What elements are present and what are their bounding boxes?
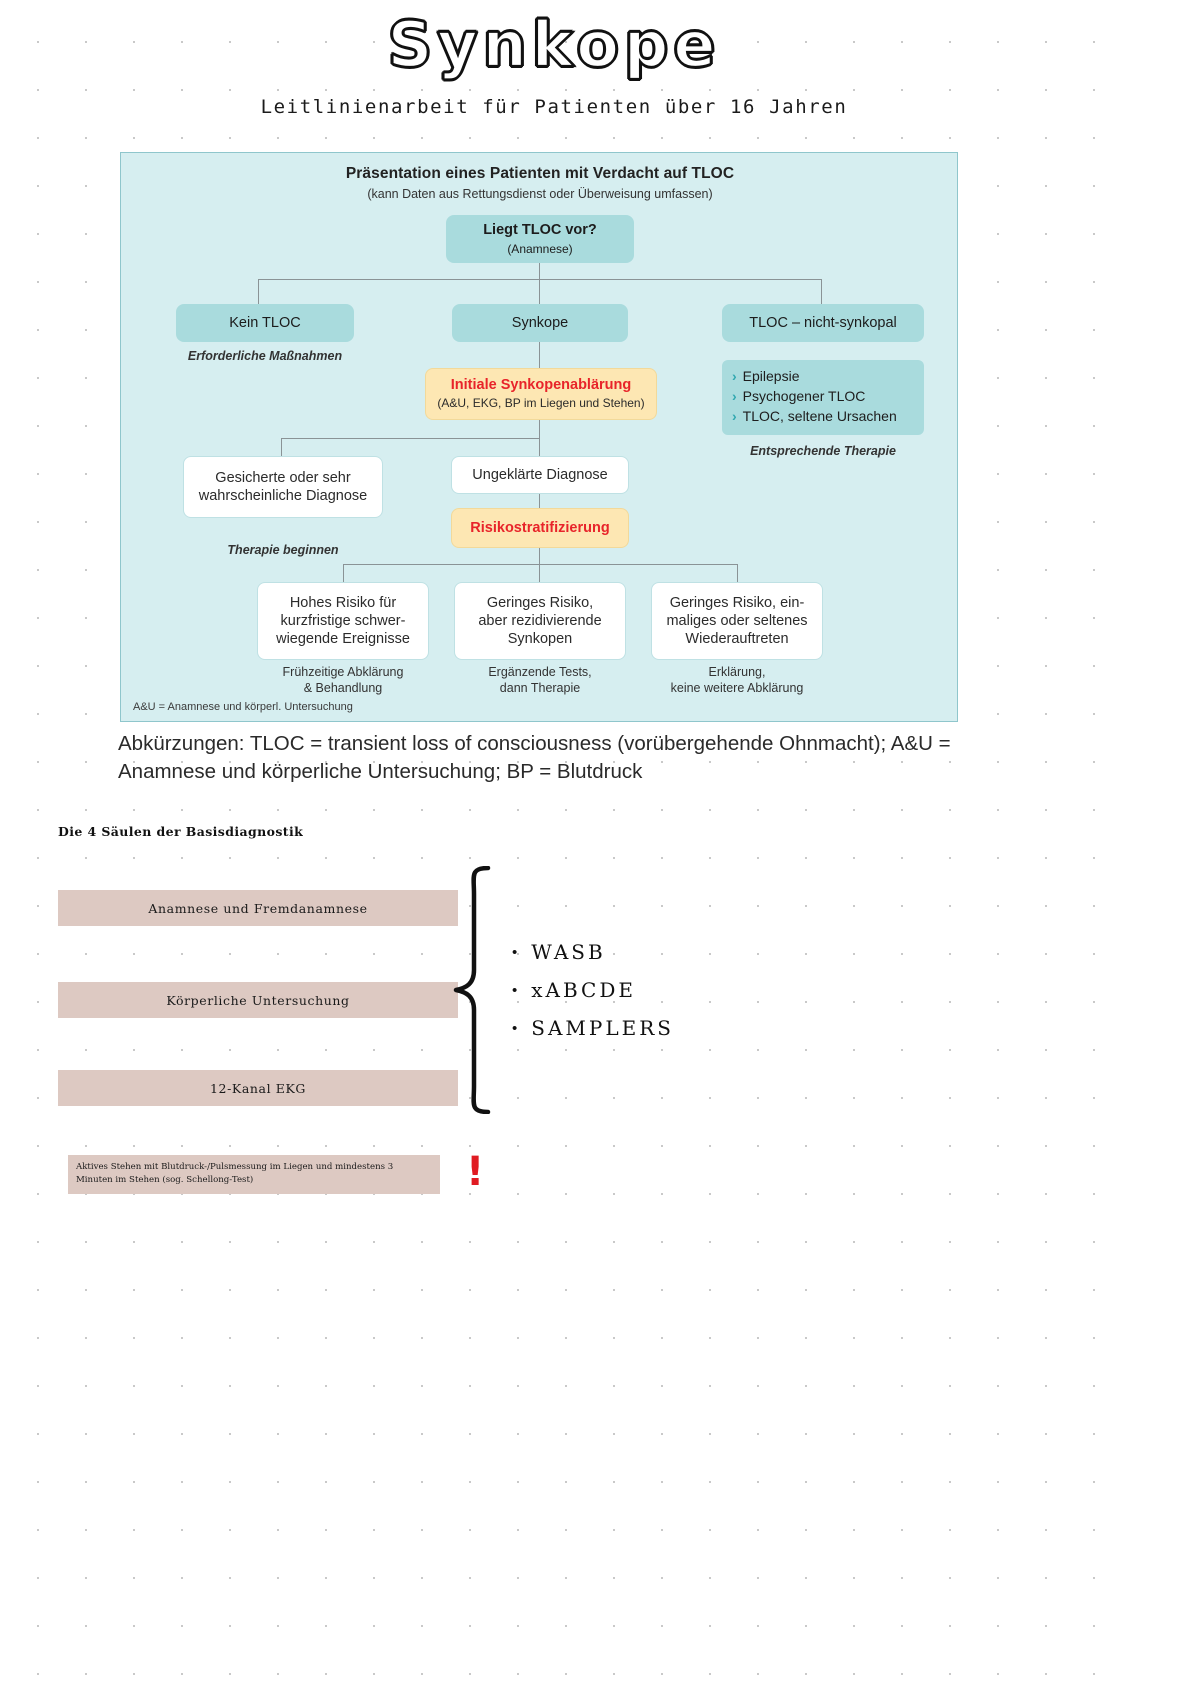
node-risikostratifizierung: Risikostratifizierung [451, 508, 629, 548]
caption-line-1: Frühzeitige Abklärung [282, 665, 404, 679]
page-header: Synkope Leitlinienarbeit für Patienten ü… [0, 8, 1108, 118]
node-subtitle: (A&U, EKG, BP im Liegen und Stehen) [437, 396, 645, 410]
chevron-right-icon: › [732, 407, 737, 424]
connector [343, 564, 345, 584]
node-title: Synkope [511, 314, 569, 331]
node-kein-tloc: Kein TLOC [176, 304, 354, 342]
list-item: › Epilepsie [732, 367, 914, 387]
tloc-flowchart: Präsentation eines Patienten mit Verdach… [120, 152, 958, 722]
node-title: Liegt TLOC vor? [483, 221, 597, 238]
node-ungeklaerte-diagnose: Ungeklärte Diagnose [451, 456, 629, 494]
list-item: • SAMPLERS [512, 1016, 674, 1040]
bullet-icon: • [512, 943, 518, 961]
connector [539, 279, 541, 304]
pillar-bar-ekg: 12-Kanal EKG [58, 1070, 458, 1106]
bullet-icon: • [512, 1019, 518, 1037]
node-outcome-geringes-risiko-einmalig: Geringes Risiko, ein- maliges oder selte… [651, 582, 823, 660]
caption-entsprechende-therapie: Entsprechende Therapie [750, 444, 896, 458]
flowchart-header-subtitle: (kann Daten aus Rettungsdienst oder Über… [367, 187, 713, 201]
list-item: • xABCDE [512, 978, 674, 1002]
node-line-2: aber rezidivierende [478, 612, 602, 629]
caption-outcome-3: Erklärung, keine weitere Abklärung [639, 665, 835, 696]
connector [539, 438, 541, 458]
node-synkope: Synkope [452, 304, 628, 342]
node-line-2: kurzfristige schwer- [280, 612, 406, 629]
list-item-label: Epilepsie [742, 368, 800, 384]
connector [539, 420, 541, 438]
connector [258, 279, 260, 304]
connector [281, 438, 283, 458]
node-line-1: Geringes Risiko, [486, 594, 594, 611]
node-title: Initiale Synkopenablärung [450, 377, 632, 393]
node-gesicherte-diagnose: Gesicherte oder sehr wahrscheinliche Dia… [183, 456, 383, 518]
caption-line-1: Ergänzende Tests, [488, 665, 592, 679]
chevron-right-icon: › [732, 387, 737, 404]
caption-therapie-beginnen: Therapie beginnen [227, 543, 339, 557]
exclamation-mark-icon: ! [466, 1149, 485, 1195]
connector [539, 548, 541, 564]
notes-page: Synkope Leitlinienarbeit für Patienten ü… [0, 8, 1108, 1195]
node-line-2: maliges oder seltenes [666, 612, 808, 629]
pillar-label: Anamnese und Fremdanamnese [148, 900, 368, 916]
pillar-bar-koerperliche-untersuchung: Körperliche Untersuchung [58, 982, 458, 1018]
connector [821, 279, 823, 304]
node-liegt-tloc-vor: Liegt TLOC vor? (Anamnese) [446, 215, 634, 263]
node-line-3: wiegende Ereignisse [276, 631, 410, 648]
list-item-label: SAMPLERS [531, 1016, 674, 1040]
schellong-note: Aktives Stehen mit Blutdruck-/Pulsmessun… [68, 1155, 440, 1194]
list-item-label: Psychogener TLOC [742, 387, 866, 404]
list-item-label: WASB [531, 940, 606, 964]
node-line-2: wahrscheinliche Diagnose [198, 488, 368, 504]
nonsyncopal-list: › Epilepsie › Psychogener TLOC › TLOC, s… [722, 360, 924, 435]
node-tloc-nicht-synkopal: TLOC – nicht-synkopal [722, 304, 924, 342]
node-line-1: Gesicherte oder sehr [215, 469, 351, 486]
caption-line-2: & Behandlung [303, 680, 383, 695]
connector [281, 438, 539, 440]
connector [539, 564, 541, 584]
node-line-3: Wiederauftreten [685, 631, 789, 648]
node-outcome-geringes-risiko-rezidiv: Geringes Risiko, aber rezidivierende Syn… [454, 582, 626, 660]
connector [539, 263, 541, 279]
chevron-right-icon: › [732, 368, 737, 384]
caption-erforderliche-massnahmen: Erforderliche Maßnahmen [187, 349, 343, 363]
list-item: › Psychogener TLOC [732, 387, 914, 407]
node-title: Kein TLOC [229, 314, 301, 331]
node-line-3: Synkopen [507, 631, 573, 648]
mnemonics-list: • WASB • xABCDE • SAMPLERS [512, 940, 674, 1054]
node-title: TLOC – nicht-synkopal [749, 314, 897, 331]
flowchart-footnote: A&U = Anamnese und körperl. Untersuchung [133, 701, 353, 713]
connector [539, 494, 541, 508]
list-item-label: xABCDE [531, 978, 636, 1002]
curly-brace-icon [453, 866, 491, 1114]
list-item: • WASB [512, 940, 674, 964]
node-line-1: Geringes Risiko, ein- [669, 594, 805, 611]
node-title: Risikostratifizierung [470, 520, 610, 536]
caption-line-2: dann Therapie [499, 680, 581, 695]
connector [539, 342, 541, 368]
list-item: › TLOC, seltene Ursachen [732, 407, 914, 427]
node-title: Ungeklärte Diagnose [472, 466, 608, 483]
node-line-1: Hohes Risiko für [289, 594, 397, 611]
section-title-basisdiagnostik: Die 4 Säulen der Basisdiagnostik [58, 824, 304, 839]
caption-line-2: keine weitere Abklärung [670, 680, 804, 695]
flowchart-header: Präsentation eines Patienten mit Verdach… [121, 165, 959, 201]
pillar-bar-anamnese: Anamnese und Fremdanamnese [58, 890, 458, 926]
connector [737, 564, 739, 584]
abbreviations-text: Abkürzungen: TLOC = transient loss of co… [118, 732, 951, 784]
flowchart-header-title: Präsentation eines Patienten mit Verdach… [345, 165, 735, 182]
pillar-label: 12-Kanal EKG [209, 1080, 307, 1096]
caption-outcome-1: Frühzeitige Abklärung & Behandlung [257, 665, 429, 696]
node-outcome-hohes-risiko: Hohes Risiko für kurzfristige schwer- wi… [257, 582, 429, 660]
bullet-icon: • [512, 981, 518, 999]
pillar-label: Körperliche Untersuchung [166, 992, 350, 1008]
caption-line-1: Erklärung, [708, 665, 766, 679]
node-initiale-synkopenabklaerung: Initiale Synkopenablärung (A&U, EKG, BP … [425, 368, 657, 420]
page-subtitle: Leitlinienarbeit für Patienten über 16 J… [260, 96, 848, 118]
node-subtitle: (Anamnese) [507, 242, 573, 257]
caption-outcome-2: Ergänzende Tests, dann Therapie [454, 665, 626, 696]
list-item-label: TLOC, seltene Ursachen [742, 407, 897, 424]
page-title: Synkope [386, 8, 721, 81]
